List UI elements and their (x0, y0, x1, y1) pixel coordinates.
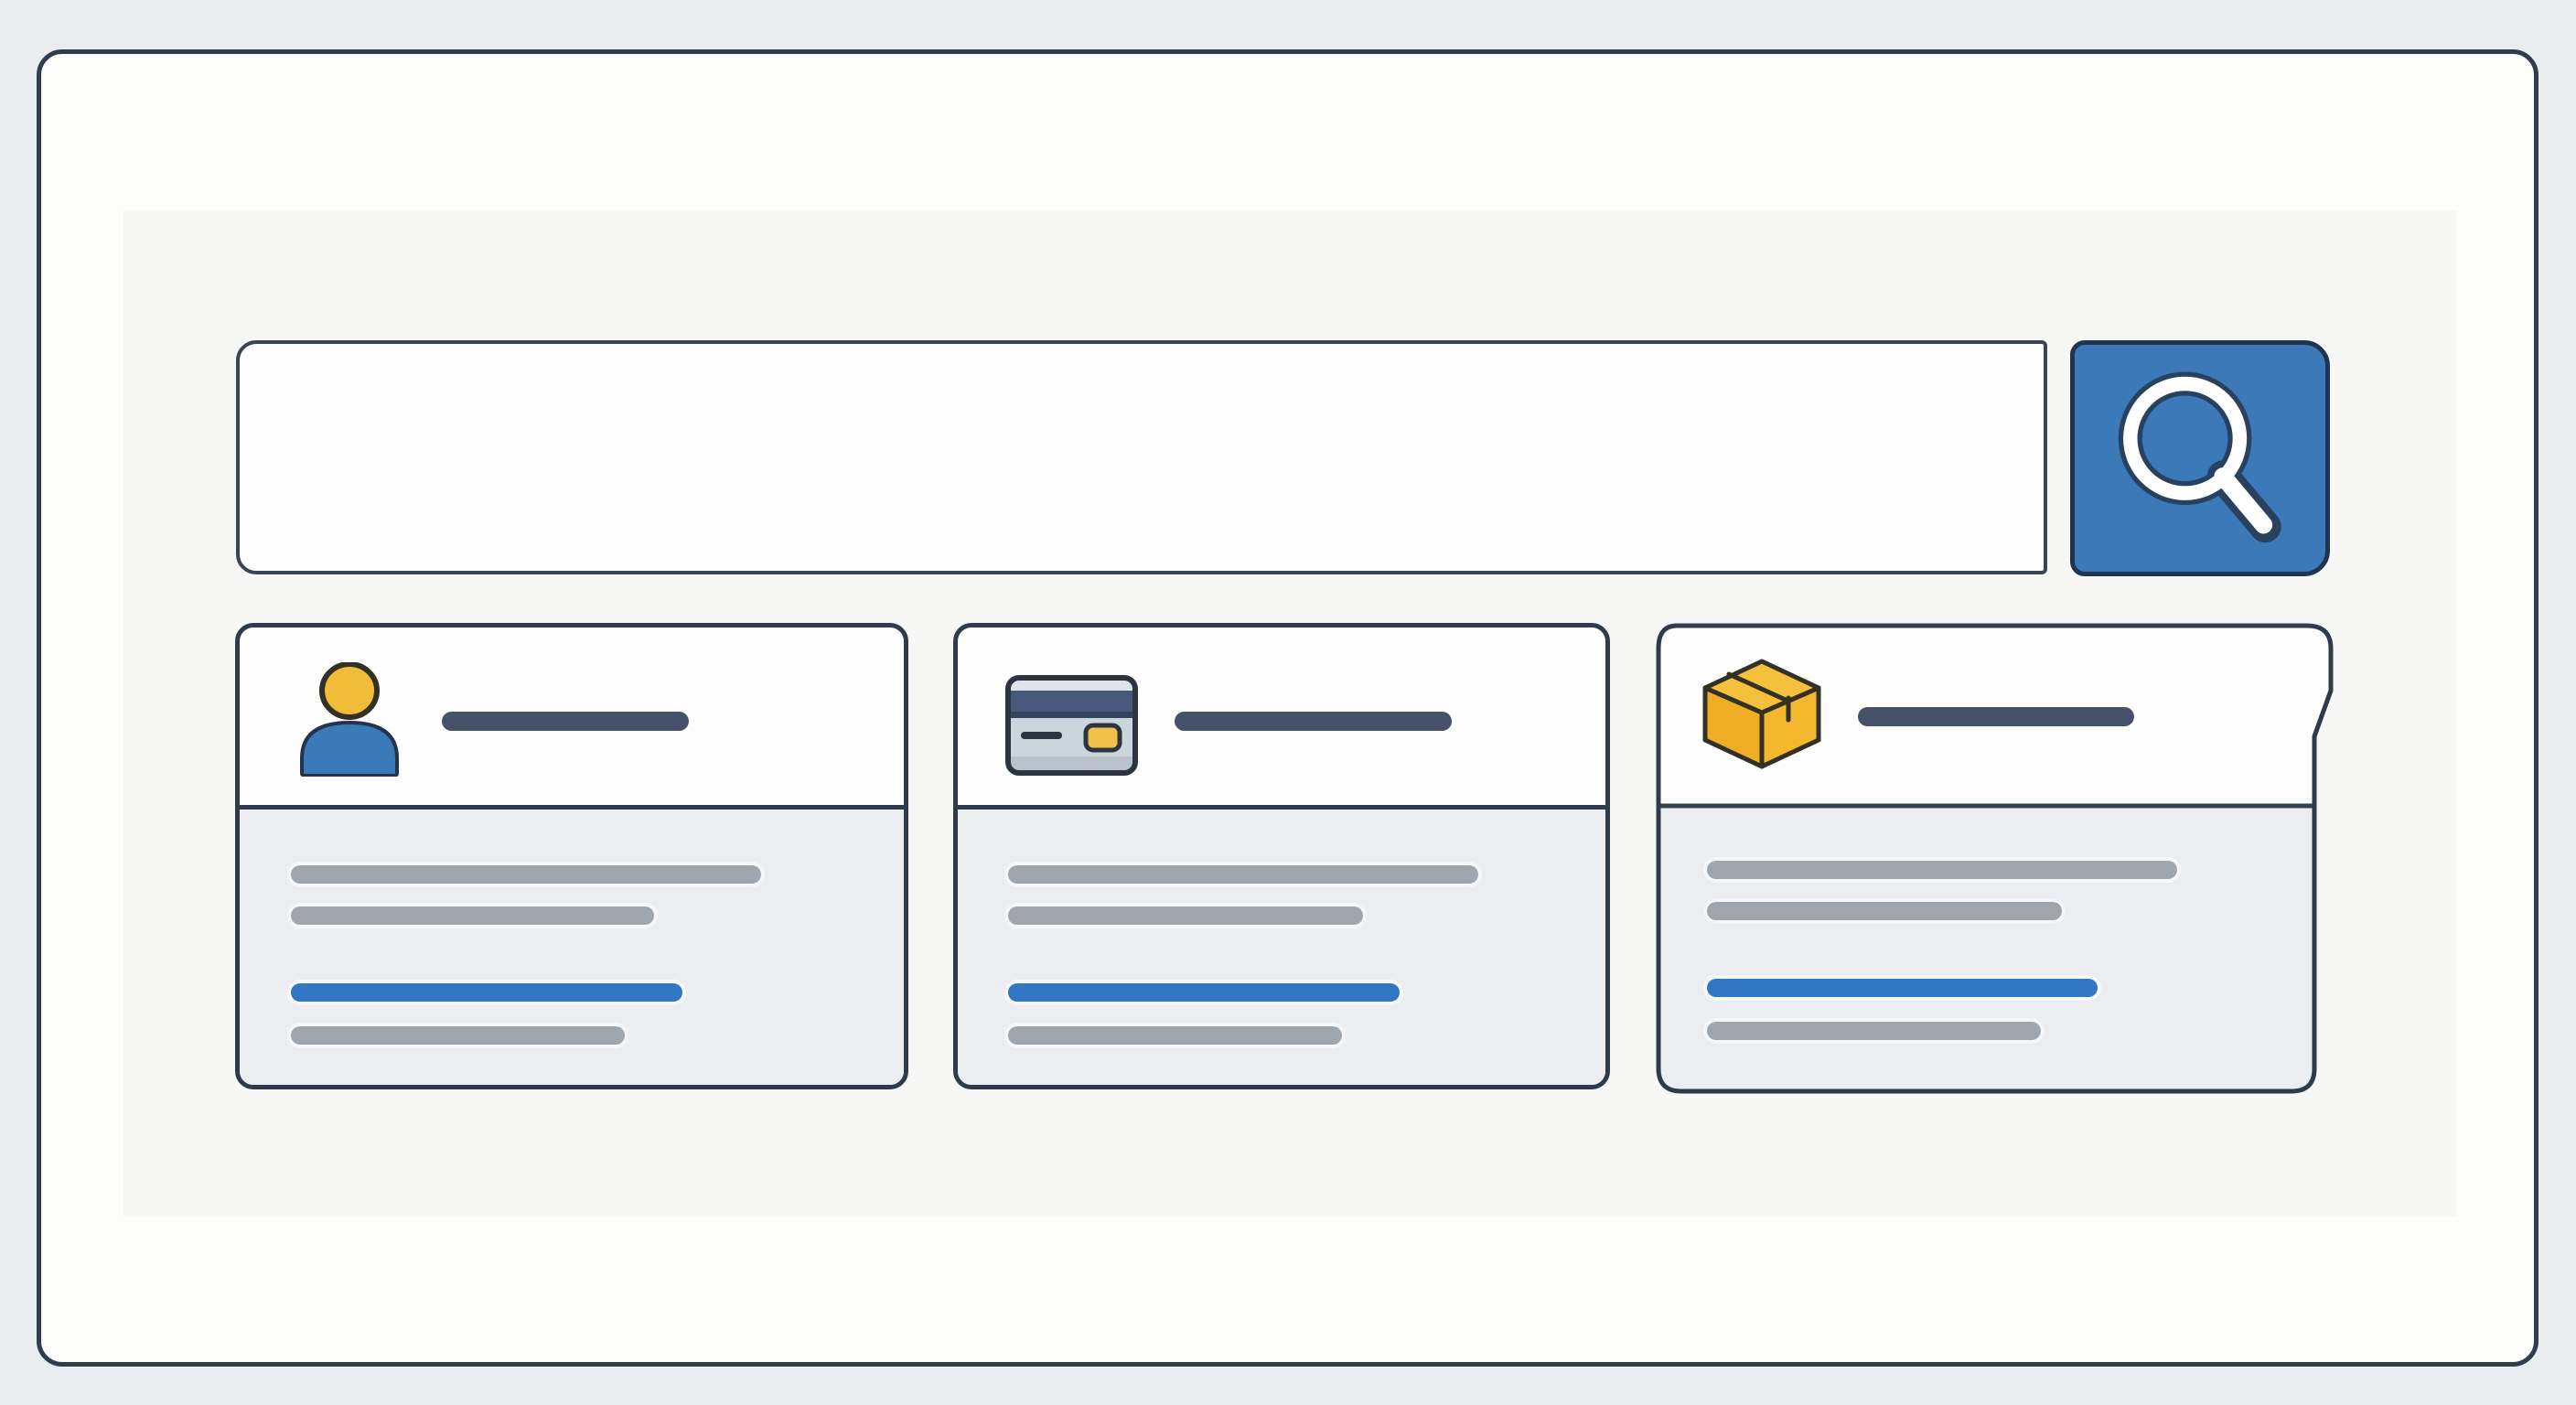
card-outline (1656, 623, 2334, 1094)
payment-card[interactable] (953, 623, 1610, 1089)
person-icon (295, 661, 404, 778)
search-input[interactable] (240, 344, 2044, 571)
search-button[interactable] (2070, 340, 2330, 576)
search-bar (236, 340, 2047, 574)
credit-card-icon (1005, 675, 1138, 776)
card-body (958, 805, 1605, 1085)
card-body (240, 805, 904, 1085)
contact-card[interactable] (235, 623, 908, 1089)
package-card[interactable] (1656, 623, 2334, 1094)
search-icon (2118, 371, 2281, 543)
title-bar-placeholder (1175, 712, 1452, 731)
title-bar-placeholder (442, 712, 689, 731)
